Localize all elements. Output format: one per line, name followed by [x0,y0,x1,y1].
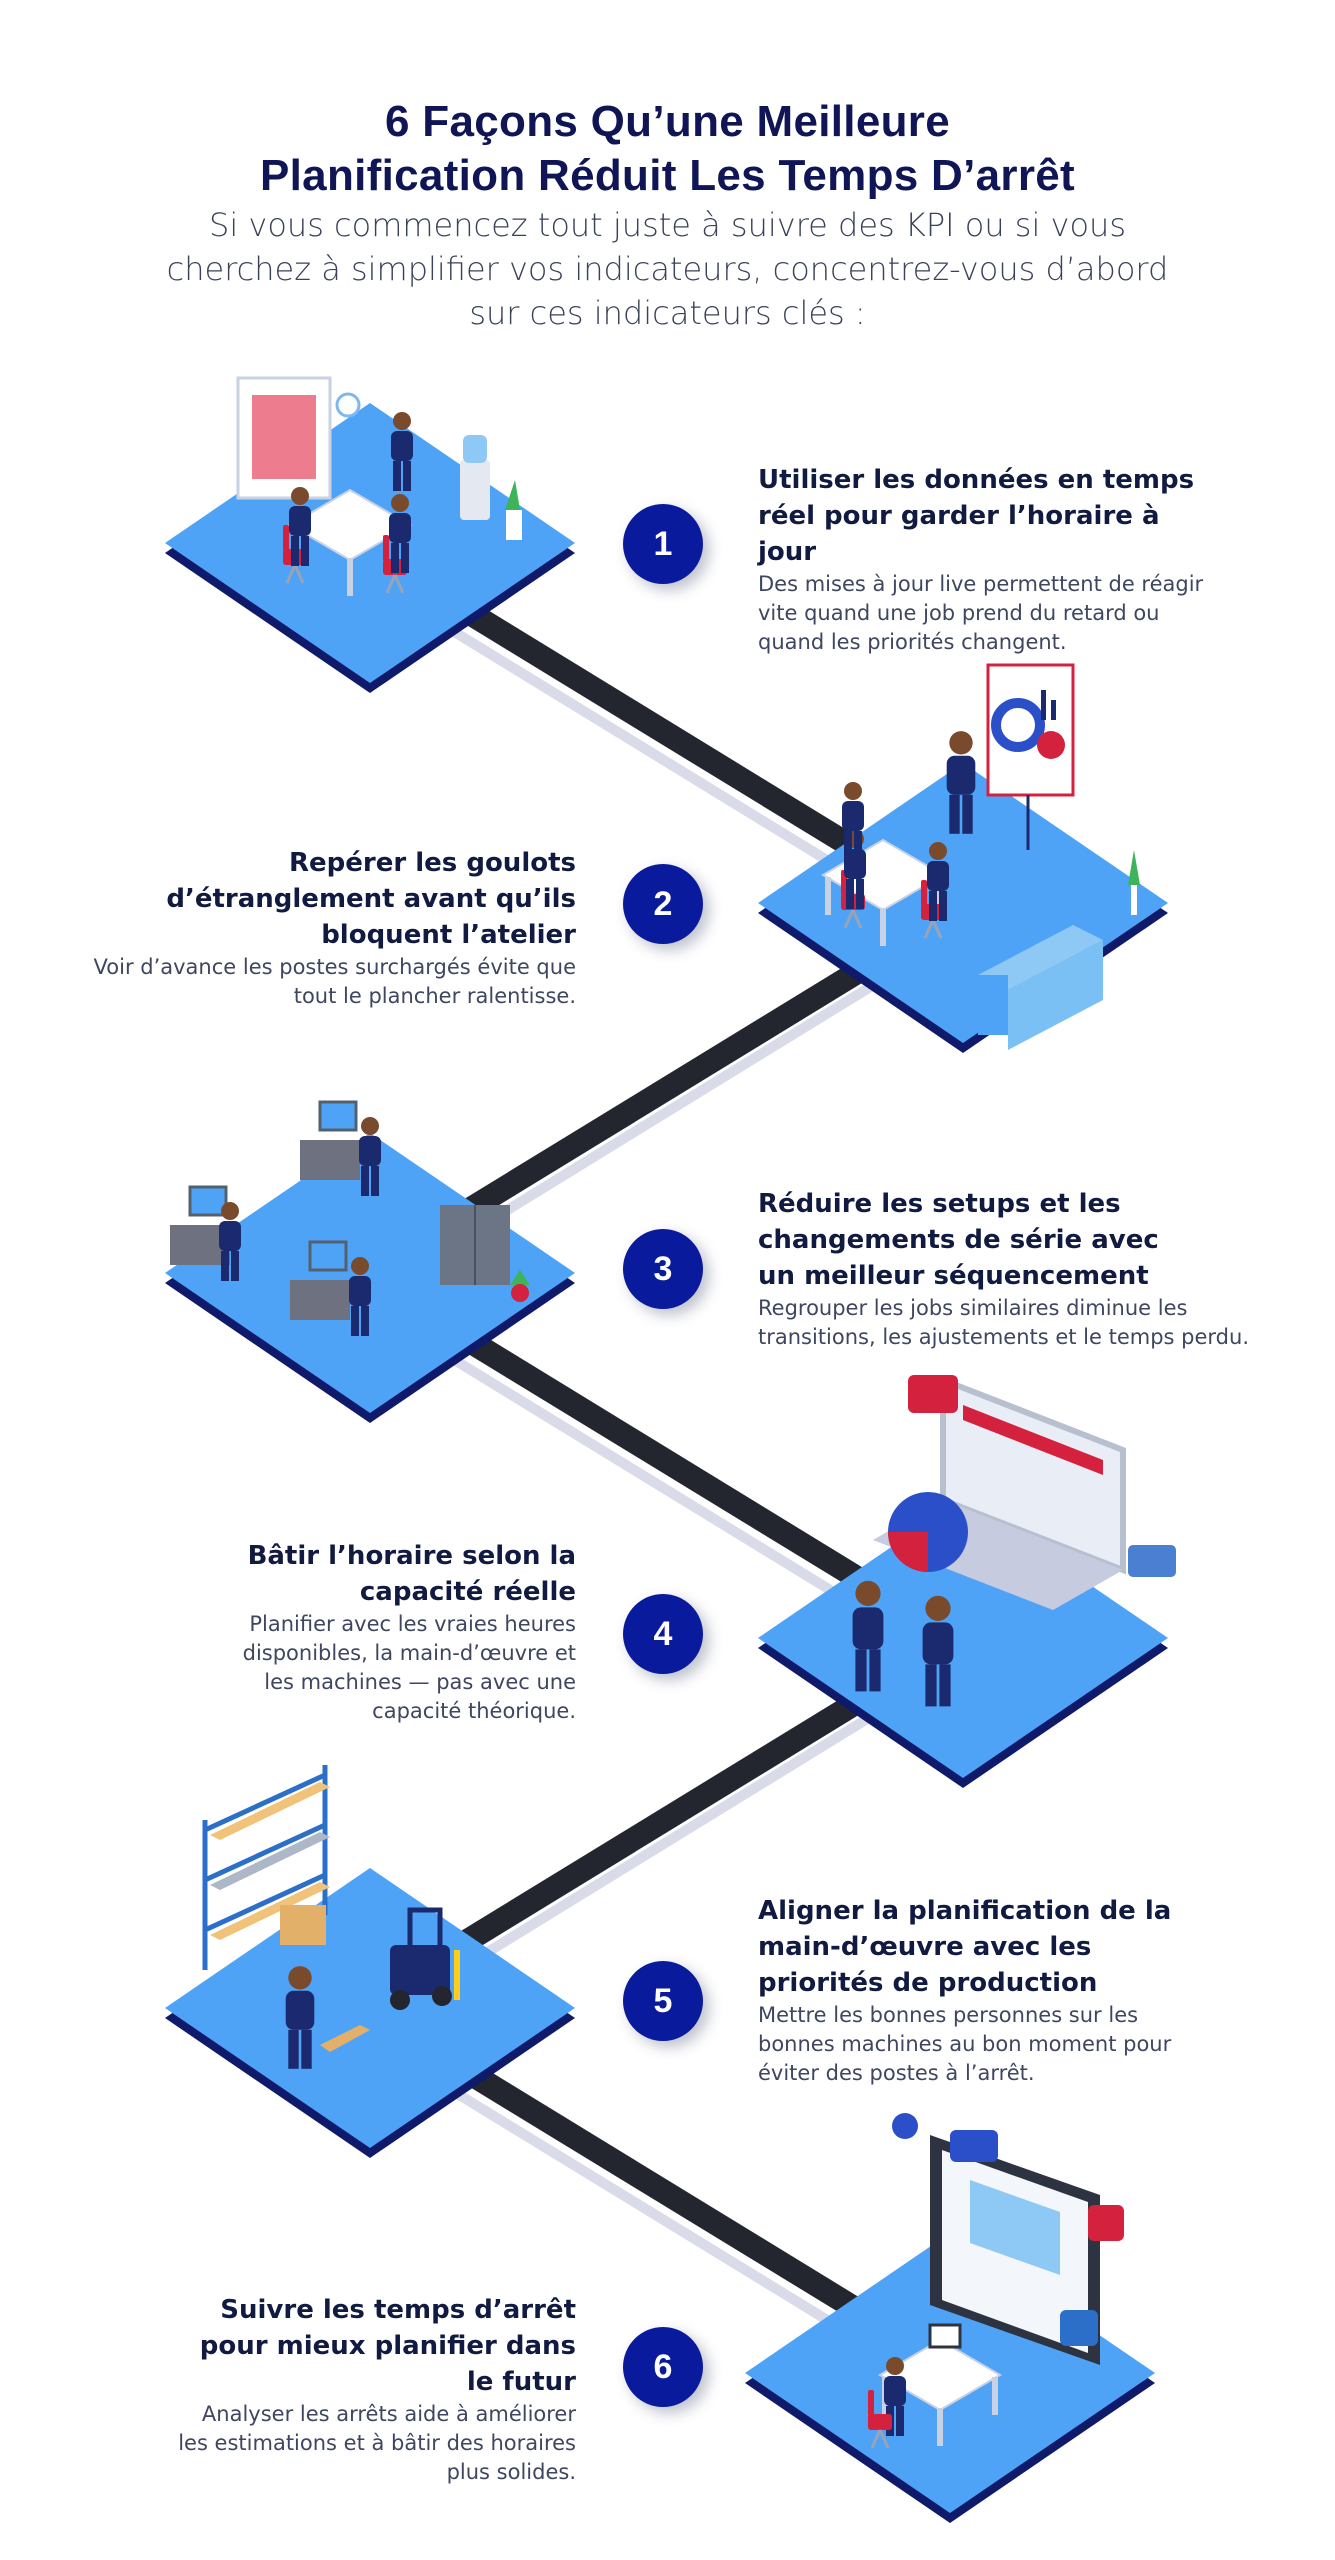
page-subtitle: Si vous commencez tout juste à suivre de… [166,206,1169,332]
step-3-badge: 3 [623,1229,703,1309]
step-1-badge: 1 [623,504,703,584]
conveyor-belt-4-5 [456,1688,880,1964]
step-6-description: Analyser les arrêts aide à améliorer les… [178,2402,576,2484]
step-5-heading: Aligner la planification de la main-d’œu… [758,1896,1172,1998]
step-1-description: Des mises à jour live permettent de réag… [758,572,1204,654]
step-2-heading: Repérer les goulots d’étranglement avant… [166,848,576,950]
step-5-badge: 5 [623,1961,703,2041]
step-4-description: Planifier avec les vraies heures disponi… [242,1612,576,1723]
title-line-1: 6 Façons Qu’une Meilleure [385,97,950,146]
step-4-heading: Bâtir l’horaire selon la capacité réelle [247,1541,576,1607]
step-3-text: Réduire les setups et les changements de… [758,1186,1278,1352]
step-4-badge: 4 [623,1594,703,1674]
step-6-heading: Suivre les temps d’arrêt pour mieux plan… [199,2295,576,2397]
page-title: 6 Façons Qu’une Meilleure Planification … [0,95,1335,203]
title-line-2: Planification Réduit Les Temps D’arrêt [260,151,1075,200]
step-2-badge: 2 [623,864,703,944]
monitor-analytics-icon [745,2113,1155,2523]
laptop-planning-icon [758,1375,1176,1788]
step-5-text: Aligner la planification de la main-d’œu… [758,1893,1208,2088]
step-1-text: Utiliser les données en temps réel pour … [758,462,1208,657]
step-2-text: Repérer les goulots d’étranglement avant… [90,845,576,1011]
step-4-text: Bâtir l’horaire selon la capacité réelle… [216,1538,576,1726]
step-6-text: Suivre les temps d’arrêt pour mieux plan… [166,2292,576,2487]
step-5-description: Mettre les bonnes personnes sur les bonn… [758,2003,1172,2085]
conveyor-belt-3-4 [448,1332,870,1602]
conveyor-belt-5-6 [448,2064,880,2340]
presentation-meeting-icon [758,663,1168,1053]
step-3-description: Regrouper les jobs similaires diminue le… [758,1296,1249,1349]
warehouse-forklift-icon [165,1765,575,2158]
conveyor-belt-1-2 [448,604,860,868]
conveyor-belt-2-3 [456,958,880,1234]
step-3-heading: Réduire les setups et les changements de… [758,1189,1159,1291]
step-6-badge: 6 [623,2327,703,2407]
step-2-description: Voir d’avance les postes surchargés évit… [93,955,576,1008]
step-1-heading: Utiliser les données en temps réel pour … [758,465,1195,567]
office-desks-icon [165,1100,575,1423]
meeting-room-icon [165,376,575,693]
